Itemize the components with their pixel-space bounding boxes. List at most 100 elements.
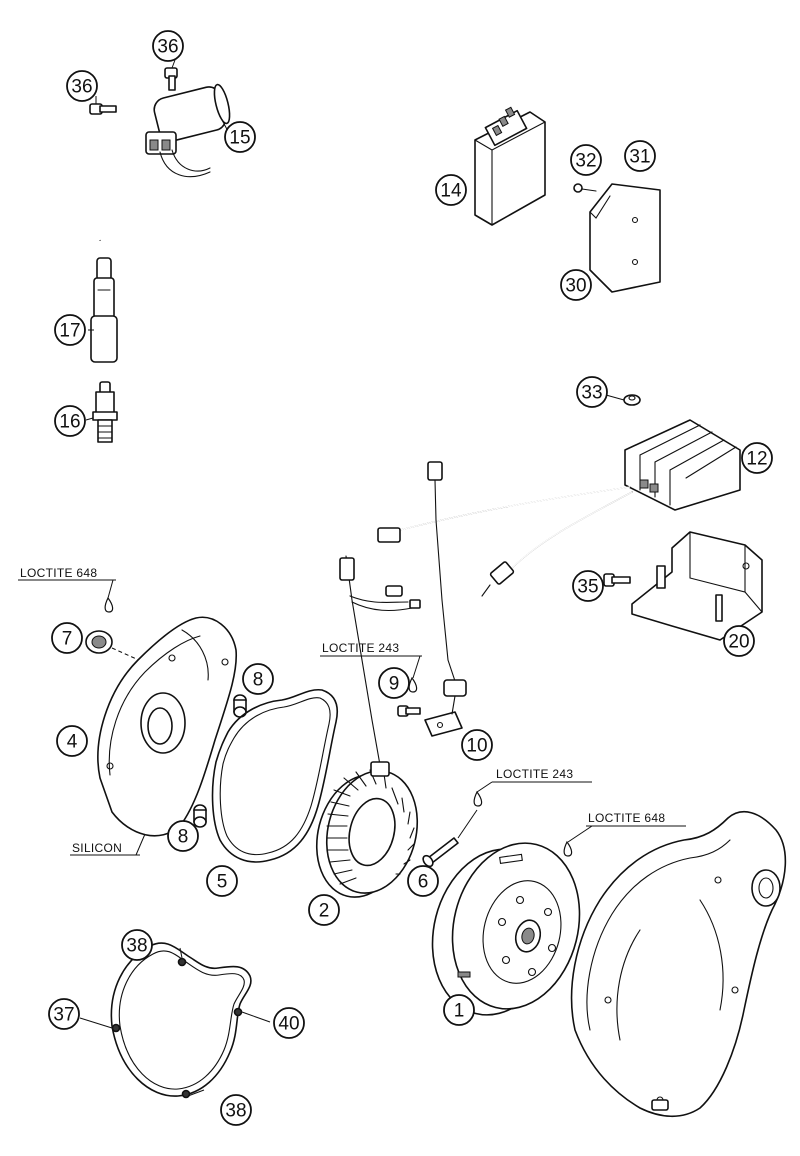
- callout-circle: [572, 570, 604, 602]
- callout-16: 16: [54, 405, 86, 437]
- flywheel-bolt-part: [422, 837, 459, 868]
- callout-5: 5: [206, 865, 238, 897]
- callout-circle: [741, 442, 773, 474]
- callout-circle: [56, 725, 88, 757]
- callout-circle: [461, 729, 493, 761]
- callout-circle: [48, 998, 80, 1030]
- callout-number: 33: [581, 383, 602, 404]
- callout-number: 1: [454, 1001, 465, 1022]
- callout-38: 38: [121, 929, 153, 961]
- bolt-36-upper-part: [164, 67, 178, 91]
- callout-32: 32: [570, 144, 602, 176]
- callout-number: 31: [629, 147, 650, 168]
- callout-12: 12: [741, 442, 773, 474]
- loctite-drop-left: [104, 596, 114, 613]
- callout-36: 36: [66, 70, 98, 102]
- callout-number: 7: [62, 629, 73, 650]
- spark-plug-part: [92, 381, 118, 443]
- callout-2: 2: [308, 894, 340, 926]
- callout-20: 20: [723, 625, 755, 657]
- callout-circle: [220, 1094, 252, 1126]
- callout-number: 8: [178, 827, 189, 848]
- callout-circle: [723, 625, 755, 657]
- loctite-drop-mid: [408, 676, 418, 693]
- callout-circle: [167, 820, 199, 852]
- pickup-coil-part: [424, 679, 467, 737]
- callout-37: 37: [48, 998, 80, 1030]
- spark-plug-connector-part: [90, 257, 118, 363]
- callout-number: 36: [71, 77, 92, 98]
- callout-circle: [624, 140, 656, 172]
- callout-circle: [152, 30, 184, 62]
- callout-33: 33: [576, 376, 608, 408]
- loctite-drop-right-648: [563, 840, 573, 857]
- callout-number: 38: [126, 936, 147, 957]
- callout-circle: [443, 994, 475, 1026]
- callout-7: 7: [51, 622, 83, 654]
- cover-gasket-part: [211, 688, 338, 863]
- callout-number: 8: [253, 670, 264, 691]
- callout-10: 10: [461, 729, 493, 761]
- case-gasket-part: [110, 942, 252, 1099]
- callout-circle: [378, 667, 410, 699]
- callout-circle: [273, 1007, 305, 1039]
- callout-8: 8: [242, 663, 274, 695]
- callout-circle: [435, 174, 467, 206]
- callout-number: 40: [278, 1014, 299, 1035]
- callout-circle: [576, 376, 608, 408]
- loctite-243-mid-note: LOCTITE 243: [320, 641, 422, 657]
- callout-circle: [66, 70, 98, 102]
- callout-30: 30: [560, 269, 592, 301]
- callout-number: 6: [418, 872, 429, 893]
- callout-number: 38: [225, 1101, 246, 1122]
- silicon-label: SILICON: [72, 841, 122, 855]
- callout-circle: [206, 865, 238, 897]
- callout-35: 35: [572, 570, 604, 602]
- callout-number: 5: [217, 872, 228, 893]
- regulator-bracket-part: [631, 531, 763, 641]
- callout-4: 4: [56, 725, 88, 757]
- callout-6: 6: [407, 865, 439, 897]
- callout-number: 10: [466, 736, 487, 757]
- loctite-243-mid-label: LOCTITE 243: [322, 641, 399, 655]
- ignition-coil-part: [93, 83, 231, 241]
- callout-31: 31: [624, 140, 656, 172]
- ignition-cover-part: [97, 616, 238, 837]
- callout-circle: [121, 929, 153, 961]
- callout-number: 14: [440, 181, 462, 202]
- callout-circle: [560, 269, 592, 301]
- callout-circle: [224, 121, 256, 153]
- screw-32-part: [573, 183, 597, 193]
- screw-9-part: [397, 705, 421, 717]
- callout-number: 35: [577, 577, 598, 598]
- engine-case-part: [570, 810, 787, 1118]
- callout-40: 40: [273, 1007, 305, 1039]
- callout-38: 38: [220, 1094, 252, 1126]
- bolt-36-left-part: [89, 103, 117, 115]
- loctite-648-right-note: LOCTITE 648: [586, 811, 686, 827]
- callout-number: 30: [565, 276, 586, 297]
- callout-number: 4: [67, 732, 78, 753]
- silicon-note: SILICON: [70, 841, 140, 856]
- stator-part: [315, 761, 419, 898]
- callout-36: 36: [152, 30, 184, 62]
- callout-number: 15: [229, 128, 250, 149]
- voltage-regulator-part: [624, 419, 741, 511]
- stator-wiring-part: [339, 461, 459, 766]
- loctite-243-right-note: LOCTITE 243: [476, 767, 592, 793]
- loctite-drop-right-243: [473, 790, 483, 807]
- regulator-wiring-part: [377, 486, 633, 597]
- loctite-648-right-label: LOCTITE 648: [588, 811, 665, 825]
- callout-circle: [242, 663, 274, 695]
- callout-circle: [407, 865, 439, 897]
- callout-number: 32: [575, 151, 596, 172]
- loctite-648-left-label: LOCTITE 648: [20, 566, 97, 580]
- callout-1: 1: [443, 994, 475, 1026]
- flywheel-part: [431, 842, 581, 1016]
- callout-number: 16: [59, 412, 80, 433]
- cdi-unit-part: [474, 106, 546, 226]
- bolt-35-part: [603, 573, 631, 587]
- seal-ring-part: [85, 630, 113, 654]
- callout-9: 9: [378, 667, 410, 699]
